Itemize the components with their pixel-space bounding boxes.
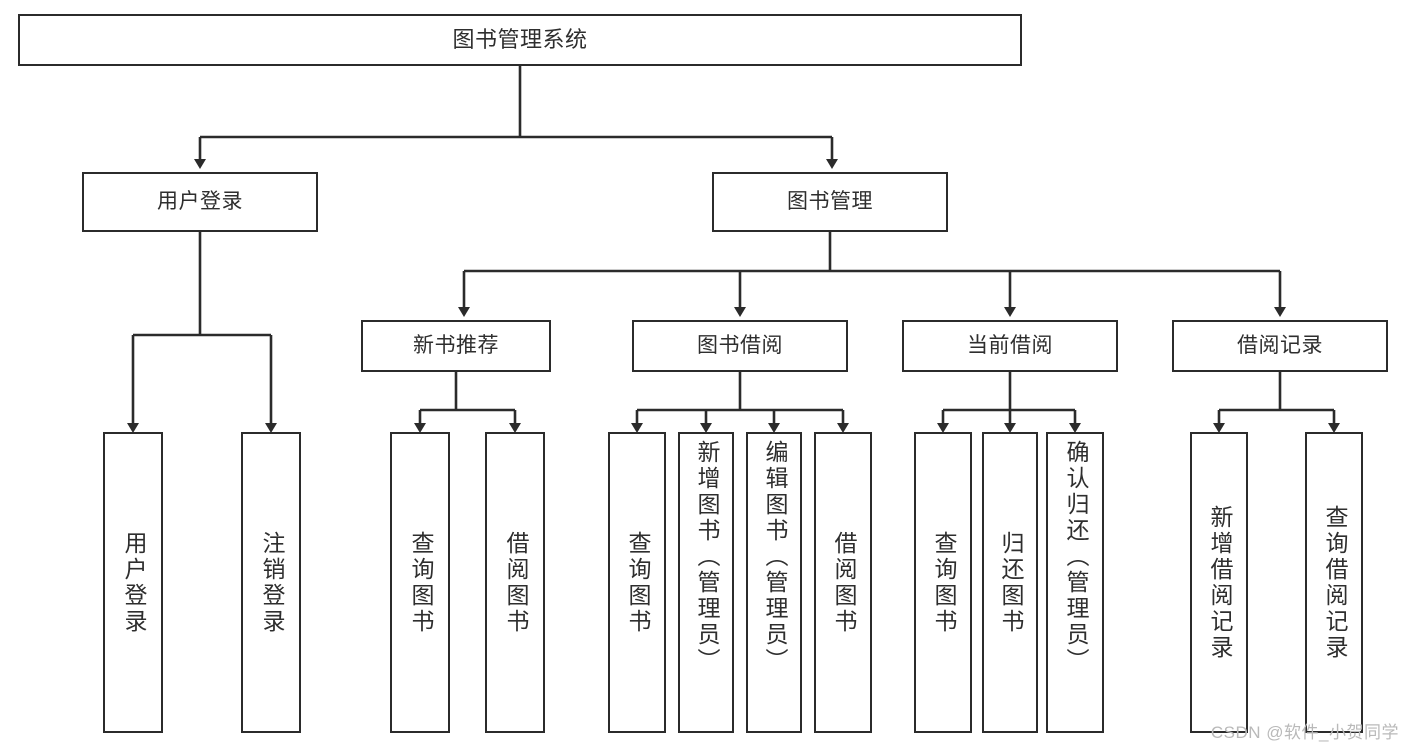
leaf-return-book-label: 归还图书	[997, 530, 1024, 635]
leaf-add-book-admin[interactable]: 新增图书（管理员）	[678, 432, 734, 733]
leaf-query-borrow-record[interactable]: 查询借阅记录	[1305, 432, 1363, 733]
node-root[interactable]: 图书管理系统	[18, 14, 1022, 66]
node-current-borrow-label: 当前借阅	[967, 333, 1053, 357]
leaf-user-login-label: 用户登录	[120, 530, 147, 635]
leaf-confirm-return-admin[interactable]: 确认归还（管理员）	[1046, 432, 1104, 733]
leaf-return-book[interactable]: 归还图书	[982, 432, 1038, 733]
leaf-borrow-book-recommend[interactable]: 借阅图书	[485, 432, 545, 733]
node-current-borrow[interactable]: 当前借阅	[902, 320, 1118, 372]
node-user-login-label: 用户登录	[157, 189, 243, 213]
node-new-book-recommend[interactable]: 新书推荐	[361, 320, 551, 372]
leaf-query-borrow-record-label: 查询借阅记录	[1321, 504, 1348, 661]
leaf-confirm-return-admin-label: 确认归还（管理员）	[1062, 440, 1089, 674]
leaf-borrow-book-label: 借阅图书	[830, 530, 857, 635]
leaf-logout[interactable]: 注销登录	[241, 432, 301, 733]
node-book-management-label: 图书管理	[787, 189, 873, 213]
leaf-query-book-recommend-label: 查询图书	[407, 530, 434, 635]
node-book-management[interactable]: 图书管理	[712, 172, 948, 232]
leaf-borrow-book-recommend-label: 借阅图书	[502, 530, 529, 635]
leaf-add-borrow-record[interactable]: 新增借阅记录	[1190, 432, 1248, 733]
leaf-query-book-borrow[interactable]: 查询图书	[608, 432, 666, 733]
node-new-book-recommend-label: 新书推荐	[413, 333, 499, 357]
node-borrow-record[interactable]: 借阅记录	[1172, 320, 1388, 372]
leaf-query-book-current[interactable]: 查询图书	[914, 432, 972, 733]
leaf-query-book-current-label: 查询图书	[930, 530, 957, 635]
leaf-query-book-recommend[interactable]: 查询图书	[390, 432, 450, 733]
leaf-borrow-book[interactable]: 借阅图书	[814, 432, 872, 733]
leaf-add-borrow-record-label: 新增借阅记录	[1206, 504, 1233, 661]
leaf-user-login[interactable]: 用户登录	[103, 432, 163, 733]
leaf-query-book-borrow-label: 查询图书	[624, 530, 651, 635]
node-root-label: 图书管理系统	[452, 27, 588, 53]
leaf-edit-book-admin[interactable]: 编辑图书（管理员）	[746, 432, 802, 733]
node-book-borrow-label: 图书借阅	[697, 333, 783, 357]
leaf-logout-label: 注销登录	[258, 530, 285, 635]
node-book-borrow[interactable]: 图书借阅	[632, 320, 848, 372]
node-borrow-record-label: 借阅记录	[1237, 333, 1323, 357]
leaf-add-book-admin-label: 新增图书（管理员）	[693, 440, 720, 674]
leaf-edit-book-admin-label: 编辑图书（管理员）	[761, 440, 788, 674]
node-user-login[interactable]: 用户登录	[82, 172, 318, 232]
